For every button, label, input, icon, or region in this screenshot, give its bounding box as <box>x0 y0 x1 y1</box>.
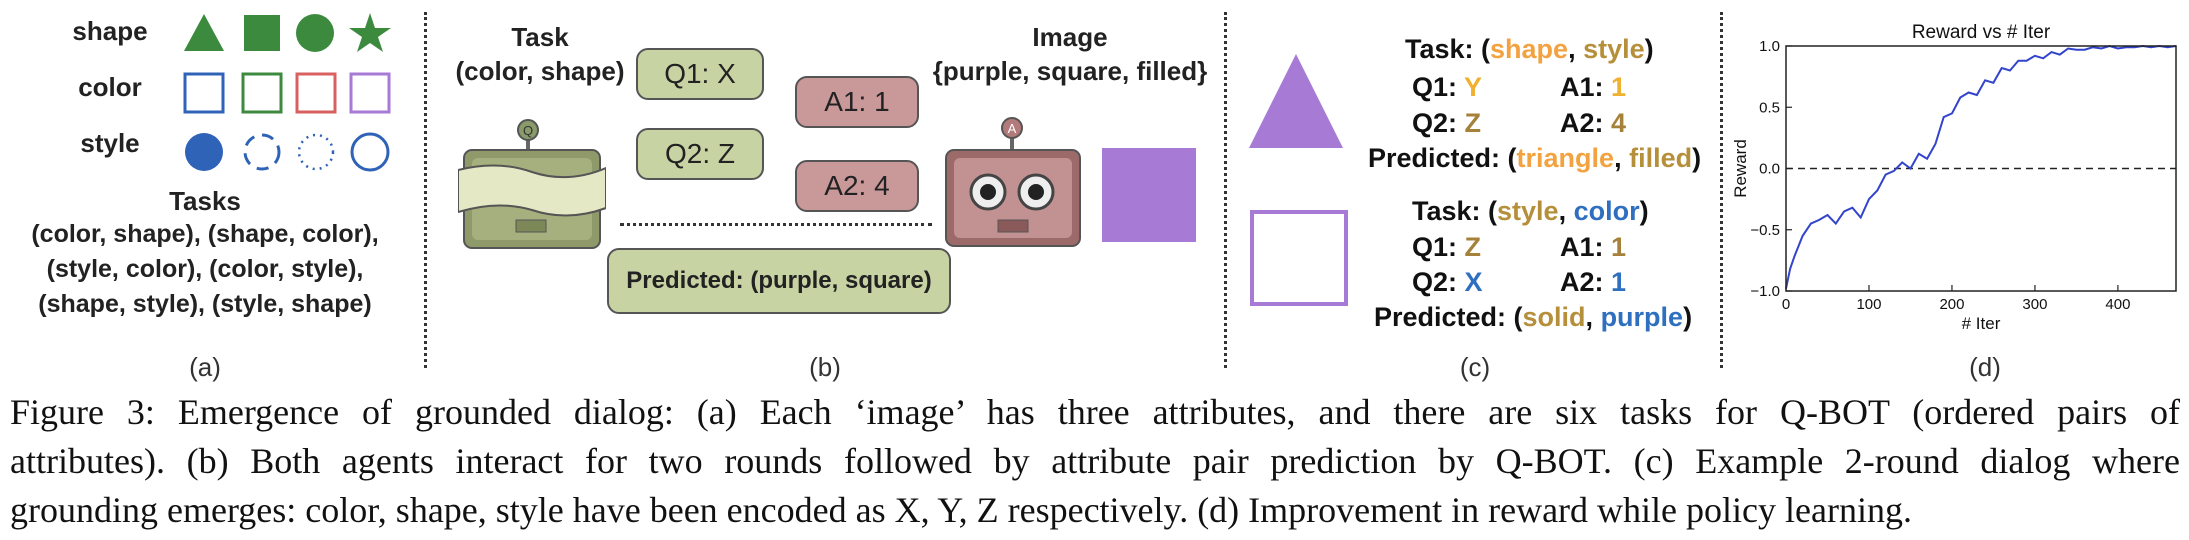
q2-bubble: Q2: Z <box>636 128 764 180</box>
green-circle-icon <box>296 14 334 52</box>
x-tick-label: 300 <box>2022 296 2047 313</box>
q-badge: Q <box>523 123 533 138</box>
purple-square-outline-icon <box>349 72 391 114</box>
ex2-q2: Q2: X <box>1412 267 1483 297</box>
predicted-bubble: Predicted: (purple, square) <box>607 248 951 314</box>
y-tick-label: 0.5 <box>1759 99 1780 116</box>
green-triangle-icon <box>184 14 224 51</box>
y-tick-label: −0.5 <box>1750 222 1780 239</box>
panel-b-letter: (b) <box>809 352 841 382</box>
x-tick-label: 200 <box>1939 296 1964 313</box>
image-title: Image <box>1032 22 1108 52</box>
reward-series-line-0 <box>1785 44 2177 289</box>
ex2-predicted: Predicted: (solid, purple) <box>1374 302 1693 332</box>
task-value: (color, shape) <box>455 56 625 86</box>
a2-bubble: A2: 4 <box>795 160 919 212</box>
green-square-icon <box>244 15 280 51</box>
ex1-q1: Q1: Y <box>1412 72 1483 102</box>
dotted-circle-icon <box>297 133 335 171</box>
outline-circle-icon <box>350 132 390 172</box>
ex1-task: Task: (shape, style) <box>1405 34 1654 64</box>
blue-square-outline-icon <box>183 72 225 114</box>
y-tick-label: −1.0 <box>1750 283 1780 300</box>
solid-circle-icon <box>185 133 223 171</box>
a-bot-robot-icon: A <box>945 117 1081 247</box>
reward-chart: Reward vs # Iter Reward # Iter 0 100 200 30… <box>1731 22 2177 333</box>
ex2-a1: A1: 1 <box>1560 232 1627 262</box>
ex2-a2: A2: 1 <box>1560 267 1627 297</box>
y-tick-label: 0.0 <box>1759 161 1780 178</box>
separator-2 <box>1224 12 1227 368</box>
green-star-icon <box>349 13 391 52</box>
separator-1 <box>424 12 427 368</box>
figure-caption: Figure 3: Emergence of grounded dialog: … <box>10 388 2180 535</box>
a-badge: A <box>1008 121 1017 136</box>
chart-xlabel: # Iter <box>1962 314 2001 333</box>
red-square-outline-icon <box>295 72 337 114</box>
ex1-q2: Q2: Z <box>1412 108 1482 138</box>
green-square-outline-icon <box>241 72 283 114</box>
a1-bubble: A1: 1 <box>795 76 919 128</box>
tasks-line-3: (shape, style), (style, shape) <box>38 290 372 318</box>
purple-square-outline-image <box>1250 210 1348 306</box>
chart-ylabel: Reward <box>1731 139 1750 198</box>
x-tick-label: 100 <box>1856 296 1881 313</box>
separator-3 <box>1720 12 1723 368</box>
attribute-icons <box>183 13 391 172</box>
ex1-a1: A1: 1 <box>1560 72 1627 102</box>
row-label-shape: shape <box>72 16 148 46</box>
tasks-line-1: (color, shape), (shape, color), <box>31 220 379 248</box>
image-value: {purple, square, filled} <box>932 56 1208 86</box>
y-tick-label: 1.0 <box>1759 38 1780 55</box>
purple-square-image <box>1102 148 1196 242</box>
dotted-divider <box>620 223 932 226</box>
panel-c-letter: (c) <box>1459 352 1491 382</box>
x-tick-label: 0 <box>1782 296 1790 313</box>
x-tick-label: 400 <box>2105 296 2130 313</box>
ex1-predicted: Predicted: (triangle, filled) <box>1368 143 1702 173</box>
panel-d-letter: (d) <box>1969 352 2001 382</box>
dashed-circle-icon <box>243 133 281 171</box>
row-label-style: style <box>80 128 140 158</box>
purple-triangle-image <box>1249 54 1343 148</box>
q-bot-robot-icon: Q <box>458 119 606 249</box>
row-label-color: color <box>78 72 142 102</box>
ex2-q1: Q1: Z <box>1412 232 1482 262</box>
blindfold-banner <box>458 164 606 217</box>
tasks-title: Tasks <box>169 186 241 216</box>
caption-line-2: attributes). (b) Both agents interact fo… <box>10 441 2180 481</box>
task-title: Task <box>511 22 569 52</box>
ex1-a2: A2: 4 <box>1560 108 1627 138</box>
q1-bubble: Q1: X <box>636 48 764 100</box>
caption-line-1: Figure 3: Emergence of grounded dialog: … <box>10 392 2180 432</box>
tasks-line-2: (style, color), (color, style), <box>46 255 364 283</box>
panel-a-letter: (a) <box>189 352 221 382</box>
caption-line-3: grounding emerges: color, shape, style h… <box>10 490 1912 530</box>
chart-title: Reward vs # Iter <box>1912 22 2051 43</box>
ex2-task: Task: (style, color) <box>1412 196 1649 226</box>
